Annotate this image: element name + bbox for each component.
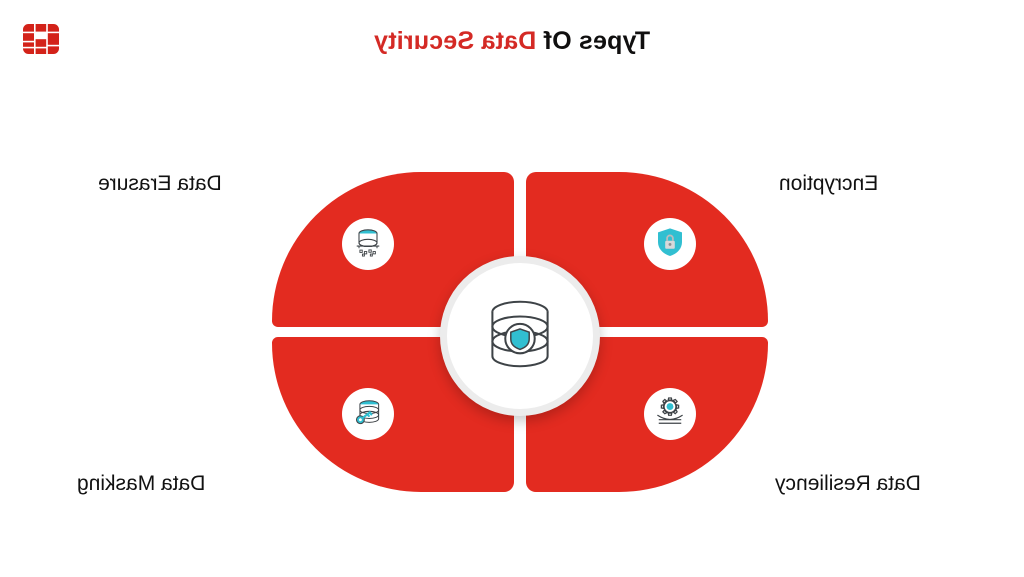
petal-label-data-resiliency: Data Resiliency xyxy=(775,472,921,495)
petal-label-data-erasure: Data Erasure xyxy=(98,172,222,195)
gear-bounce-icon xyxy=(652,394,688,435)
database-erase-icon xyxy=(350,224,386,265)
shield-lock-icon xyxy=(654,226,686,263)
icon-bubble-data-masking xyxy=(342,388,394,440)
icon-bubble-data-erasure xyxy=(342,218,394,270)
icon-bubble-encryption xyxy=(644,218,696,270)
petal-label-encryption: Encryption xyxy=(779,172,879,195)
fortinet-logo xyxy=(19,23,63,55)
types-of-data-security-diagram xyxy=(272,172,768,492)
icon-bubble-data-resiliency xyxy=(644,388,696,440)
database-shield-icon xyxy=(474,288,566,385)
page-title: Types Of Data Security xyxy=(0,27,1024,56)
page-title-highlight: Data Security xyxy=(373,27,537,55)
center-hub-database-shield[interactable] xyxy=(440,256,600,416)
page-title-prefix: Types Of xyxy=(536,27,651,55)
petal-label-data-masking: Data Masking xyxy=(77,472,206,495)
database-key-icon xyxy=(351,395,385,434)
